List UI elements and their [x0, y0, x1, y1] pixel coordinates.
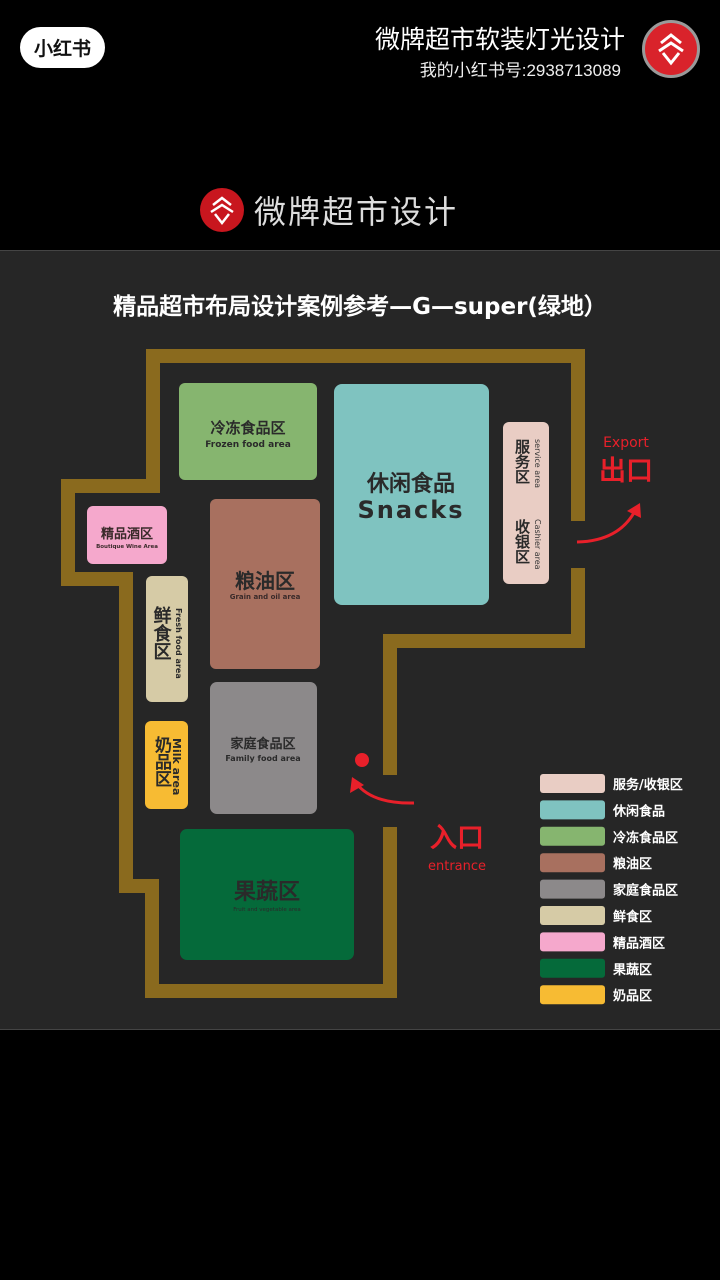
legend-label: 家庭食品区: [613, 883, 678, 899]
wall-inner: [383, 568, 585, 775]
zone-wine: 精品酒区 Boutique Wine Area: [87, 506, 167, 564]
legend-item: 家庭食品区: [540, 879, 678, 899]
legend-item: 冷冻食品区: [540, 826, 678, 846]
legend-label: 粮油区: [613, 856, 652, 872]
legend-swatch: [540, 879, 605, 899]
svg-text:休闲食品: 休闲食品: [366, 471, 455, 497]
legend-swatch: [540, 932, 605, 952]
legend-item: 休闲食品: [540, 800, 665, 820]
brand-name: 微牌超市设计: [254, 193, 459, 231]
legend-label: 冷冻食品区: [613, 830, 678, 846]
svg-text:鲜食区: 鲜食区: [151, 605, 173, 660]
avatar[interactable]: [642, 20, 700, 78]
legend-item: 鲜食区: [540, 906, 652, 925]
legend-label: 鲜食区: [613, 909, 652, 925]
floor-plan-panel: 精品超市布局设计案例参考—G—super(绿地） 冷冻食品区 Frozen fo…: [0, 250, 720, 1030]
legend-item: 粮油区: [540, 853, 652, 873]
svg-text:Grain and oil area: Grain and oil area: [230, 593, 301, 601]
account-id: 我的小红书号:2938713089: [419, 61, 621, 80]
entrance-marker: 入口 entrance: [350, 753, 486, 874]
entrance-label-en: entrance: [428, 859, 486, 874]
svg-text:粮油区: 粮油区: [235, 569, 295, 593]
wall-main: [61, 349, 585, 998]
legend-swatch: [540, 774, 605, 793]
legend-label: 果蔬区: [612, 962, 652, 978]
legend-swatch: [540, 800, 605, 820]
legend-label: 精品酒区: [613, 935, 665, 951]
svg-text:果蔬区: 果蔬区: [234, 880, 300, 905]
svg-text:Fresh food area: Fresh food area: [174, 608, 183, 679]
zone-fresh-food: 鲜食区 Fresh food area: [146, 576, 188, 702]
legend-item: 精品酒区: [540, 932, 665, 952]
legend-swatch: [540, 958, 605, 978]
svg-text:Family food area: Family food area: [225, 754, 300, 763]
svg-text:Milk area: Milk area: [170, 738, 183, 795]
legend-label: 休闲食品: [612, 803, 665, 819]
svg-text:Frozen food area: Frozen food area: [205, 440, 291, 450]
zone-service-cashier: 服务区 service area 收银区 Cashier area: [503, 422, 549, 584]
weipai-logo-icon: [200, 188, 244, 232]
exit-label-en: Export: [603, 435, 649, 451]
legend-label: 服务/收银区: [613, 777, 683, 793]
floor-plan: 精品超市布局设计案例参考—G—super(绿地） 冷冻食品区 Frozen fo…: [61, 293, 683, 1005]
legend-swatch: [540, 985, 605, 1005]
legend-swatch: [540, 906, 605, 925]
exit-marker: Export 出口: [576, 435, 653, 544]
svg-text:服务区: 服务区: [513, 439, 531, 484]
walls: [61, 349, 585, 998]
zone-family-food: 家庭食品区 Family food area: [210, 682, 317, 814]
video-title: 微牌超市软装灯光设计: [374, 25, 625, 54]
svg-text:精品酒区: 精品酒区: [101, 526, 153, 542]
svg-text:Snacks: Snacks: [357, 496, 464, 524]
entrance-label-cn: 入口: [430, 823, 484, 854]
legend-item: 服务/收银区: [540, 774, 683, 793]
weipai-logo-icon: [658, 33, 684, 66]
svg-text:Boutique Wine Area: Boutique Wine Area: [96, 544, 158, 550]
plan-title: 精品超市布局设计案例参考—G—super(绿地）: [113, 293, 607, 320]
entrance-arrow-icon: [354, 782, 415, 805]
legend-swatch: [540, 853, 605, 873]
brand-header: 微牌超市设计: [200, 187, 458, 233]
exit-label-cn: 出口: [599, 456, 653, 487]
entrance-dot: [355, 753, 369, 767]
legend-item: 奶品区: [540, 985, 652, 1005]
svg-text:Cashier area: Cashier area: [533, 519, 542, 570]
exit-arrow-icon: [576, 508, 638, 544]
legend-label: 奶品区: [612, 988, 652, 1004]
zone-grain-oil: 粮油区 Grain and oil area: [210, 499, 320, 669]
svg-text:奶品区: 奶品区: [151, 735, 172, 787]
svg-text:收银区: 收银区: [513, 518, 531, 564]
legend-item: 果蔬区: [540, 958, 652, 978]
zone-milk: 奶品区 Milk area: [145, 721, 188, 809]
zone-frozen: 冷冻食品区 Frozen food area: [179, 383, 317, 480]
zone-fruit-vegetable: 果蔬区 Fruit and vegetable area: [180, 829, 354, 960]
svg-text:Fruit and vegetable area: Fruit and vegetable area: [233, 907, 301, 913]
svg-text:家庭食品区: 家庭食品区: [230, 736, 295, 752]
xiaohongshu-badge[interactable]: 小红书: [20, 27, 105, 68]
legend-swatch: [540, 826, 605, 846]
zone-snacks: 休闲食品 Snacks: [334, 384, 489, 605]
svg-text:冷冻食品区: 冷冻食品区: [210, 419, 285, 437]
svg-text:service area: service area: [533, 439, 542, 488]
